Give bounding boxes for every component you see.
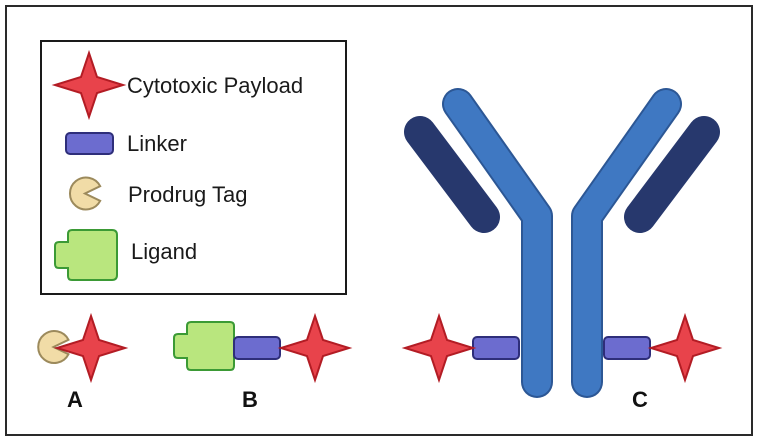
light-chain-right [624, 116, 720, 233]
legend-item-prodrug: Prodrug Tag [68, 176, 247, 211]
notched-square-icon [54, 229, 118, 281]
legend-label-prodrug: Prodrug Tag [128, 182, 247, 207]
pacman-icon [37, 330, 70, 364]
panel-label-a: A [67, 387, 83, 412]
light-chain-left [404, 116, 500, 233]
legend-item-payload: Cytotoxic Payload [54, 52, 303, 118]
legend-label-linker: Linker [127, 131, 187, 156]
legend-label-payload: Cytotoxic Payload [127, 73, 303, 98]
panel-b: B [173, 315, 350, 412]
panel-c: C [404, 88, 720, 412]
heavy-chain-right [573, 90, 680, 396]
rounded-rect-icon [65, 132, 114, 155]
linker-left [472, 336, 520, 360]
panel-a: A [37, 315, 126, 412]
panel-label-c: C [632, 387, 648, 412]
linker-right [603, 336, 651, 360]
legend-item-linker: Linker [65, 131, 187, 156]
legend-item-ligand: Ligand [54, 229, 197, 281]
heavy-chain-left [444, 90, 551, 396]
panel-label-b: B [242, 387, 258, 412]
legend: Cytotoxic Payload Linker Prodrug Tag Lig… [40, 40, 347, 295]
pacman-icon [68, 176, 102, 211]
rounded-rect-icon [233, 336, 281, 360]
legend-label-ligand: Ligand [131, 239, 197, 264]
